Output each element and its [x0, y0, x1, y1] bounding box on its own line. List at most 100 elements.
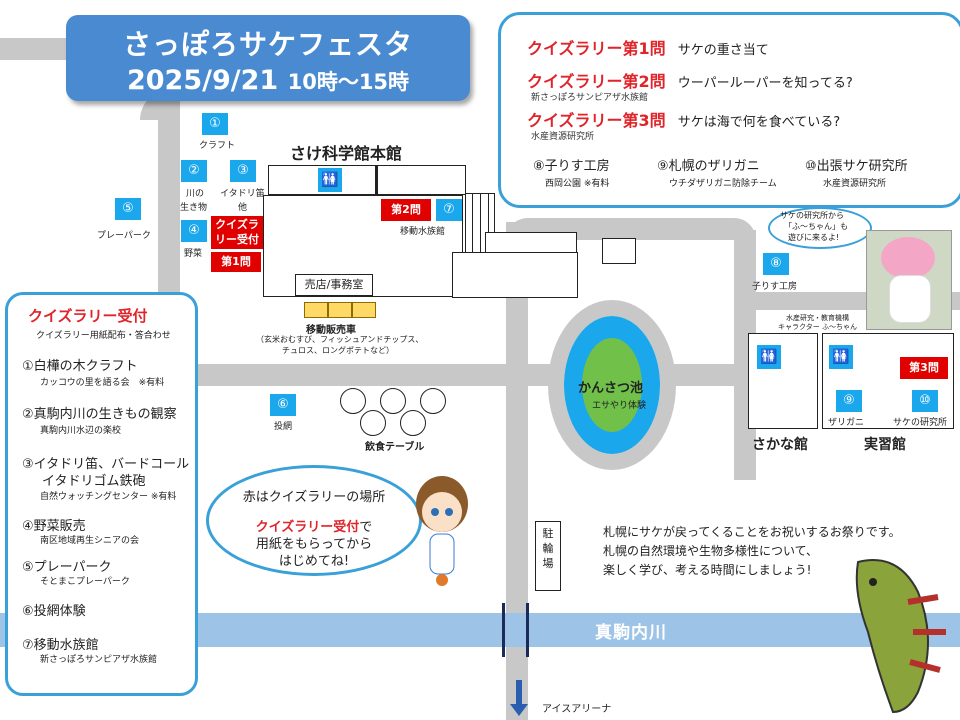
- booth-item-2: ②真駒内川の生きもの観察: [22, 407, 177, 422]
- booth-item-7: ⑦移動水族館: [22, 638, 99, 653]
- mascot-speech-bubble: [768, 207, 872, 249]
- quiz-q2-row: クイズラリー第2問 ウーパールーパーを知ってる?: [527, 68, 853, 92]
- quiz-item8-sub: 西岡公園 ※有料: [545, 179, 610, 189]
- booth-org-2: 真駒内川水辺の楽校: [40, 426, 122, 436]
- pond-name: かんさつ池: [578, 381, 644, 396]
- quiz-reception-line2: リー受付: [215, 233, 259, 246]
- small-building: [602, 238, 636, 264]
- event-time: 10時～15時: [287, 70, 410, 94]
- mascot-say2: 「ふ～ちゃん」も: [784, 222, 848, 231]
- booth-marker-4-label: 野菜: [184, 249, 203, 259]
- quiz-info-box: クイズラリー第1問 サケの重さ当て クイズラリー第2問 ウーパールーパーを知って…: [498, 12, 960, 208]
- booth-item-5: ⑤プレーパーク: [22, 560, 112, 575]
- instruction-bubble: 赤はクイズラリーの場所 クイズラリー受付で 用紙をもらってから はじめてね!: [206, 465, 422, 576]
- bubble-line3: 用紙をもらってから: [255, 537, 373, 552]
- shop-office: 売店/事務室: [295, 274, 373, 296]
- quiz-q3-label: クイズラリー第3問: [527, 111, 666, 130]
- booth-marker-9: ⑨: [836, 390, 862, 412]
- booth-marker-3-label2: 他: [238, 203, 248, 213]
- mascot-body: [889, 275, 931, 323]
- arena-label: アイスアリーナ: [542, 704, 612, 715]
- booth-marker-2-label2: 生き物: [180, 203, 208, 213]
- quiz-q1-text: サケの重さ当て: [677, 43, 769, 58]
- parking-char-2: 輪: [542, 542, 554, 555]
- food-truck-2: [328, 302, 352, 318]
- event-date-time: 2025/9/21 10時～15時: [66, 65, 470, 96]
- corridor: [485, 232, 577, 254]
- bubble-line2: クイズラリー受付で: [209, 516, 419, 535]
- quiz-item9-sub: ウチダザリガニ防除チーム: [669, 179, 777, 189]
- dining-table-5: [400, 410, 426, 436]
- booth-marker-5: ⑤: [115, 198, 141, 220]
- fish-hall-name: さかな館: [752, 437, 808, 453]
- booth-marker-10-label: サケの研究所: [893, 418, 948, 428]
- pond-island: [582, 338, 642, 432]
- science-hall-annex: [452, 252, 578, 298]
- booth-marker-1-label: クラフト: [199, 141, 236, 151]
- dining-table-2: [380, 388, 406, 414]
- science-hall-upper: [268, 165, 466, 195]
- booth-marker-9-label: ザリガニ: [828, 418, 865, 428]
- quiz-q3-row: クイズラリー第3問 サケは海で何を食べている?: [527, 107, 840, 131]
- booth-list-sub: クイズラリー用紙配布・答合わせ: [36, 331, 171, 341]
- booth-org-7: 新さっぽろサンピアザ水族館: [40, 655, 158, 665]
- message-line2: 札幌の自然環境や生物多様性について、: [603, 544, 819, 558]
- restroom-icon-training-hall: 🚻: [829, 345, 853, 369]
- mascot-org2: キャラクター ふ～ちゃん: [778, 323, 857, 331]
- booth-item-1: ①白樺の木クラフト: [22, 359, 138, 374]
- parking-char-3: 場: [542, 557, 554, 570]
- quiz-item10: ⑩出張サケ研究所: [805, 159, 908, 174]
- booth-list-panel: クイズラリー受付 クイズラリー用紙配布・答合わせ ①白樺の木クラフト カッコウの…: [5, 292, 198, 696]
- river-label: 真駒内川: [595, 623, 667, 643]
- quiz-q1-label: クイズラリー第1問: [527, 39, 666, 58]
- mascot-head: [881, 237, 935, 279]
- dining-label: 飲食テーブル: [365, 442, 425, 453]
- guide-character-illustration: [416, 476, 468, 586]
- bridge-left: [502, 603, 505, 657]
- bubble-line2-rest: で: [359, 520, 373, 535]
- booth-marker-1: ①: [202, 113, 228, 135]
- bicycle-parking: 駐 輪 場: [535, 521, 561, 591]
- quiz-item10-sub: 水産資源研究所: [823, 179, 887, 189]
- booth-marker-7-label: 移動水族館: [400, 227, 446, 237]
- booth-org-5: そとまこプレーパーク: [40, 577, 130, 587]
- stairs-line-3: [488, 193, 489, 253]
- event-title-box: さっぽろサケフェスタ 2025/9/21 10時～15時: [66, 15, 470, 101]
- event-date: 2025/9/21: [126, 65, 279, 96]
- booth-marker-3: ③: [230, 160, 256, 182]
- road-left-vertical: [158, 96, 180, 296]
- arena-arrow-icon: [510, 704, 528, 716]
- training-hall-name: 実習館: [864, 437, 906, 453]
- quiz-q2-label: クイズラリー第2問: [527, 72, 666, 91]
- mascot-org1: 水産研究・教育機構: [786, 314, 849, 322]
- restroom-icon-fish-hall: 🚻: [757, 345, 781, 369]
- dining-table-1: [340, 388, 366, 414]
- science-hall-divider: [375, 165, 378, 195]
- bubble-line4: はじめてね!: [278, 554, 350, 569]
- mascot-say3: 遊びに来るよ!: [788, 233, 840, 242]
- restroom-icon-hall: 🚻: [318, 168, 342, 192]
- science-hall-name: さけ科学館本館: [290, 144, 403, 163]
- salmon-illustration: [855, 559, 946, 714]
- stairs-line-1: [472, 193, 473, 253]
- booth-marker-3-label1: イタドリ笛: [220, 189, 265, 199]
- booth-item-4: ④野菜販売: [22, 519, 86, 534]
- quiz-item9: ⑨札幌のザリガニ: [657, 159, 760, 174]
- booth-item-3: ③イタドリ笛、バードコール: [22, 457, 190, 472]
- booth-marker-4: ④: [181, 220, 207, 242]
- quiz-reception-marker: クイズラ リー受付: [211, 216, 263, 249]
- quiz-q2-marker: 第2問: [381, 199, 431, 221]
- bridge-right: [526, 603, 529, 657]
- booth-marker-6: ⑥: [270, 394, 296, 416]
- booth-marker-2-label1: 川の: [186, 189, 205, 199]
- booth-marker-6-label: 投網: [274, 422, 293, 432]
- parking-char-1: 駐: [542, 527, 554, 540]
- message-line3: 楽しく学び、考える時間にしましょう!: [603, 563, 812, 577]
- booth-org-4: 南区地域再生シニアの会: [40, 536, 140, 546]
- booth-marker-2: ②: [181, 160, 207, 182]
- bubble-line2-red: クイズラリー受付: [255, 520, 360, 535]
- food-truck-sub2: チュロス、ロングポテトなど）: [282, 346, 394, 355]
- food-truck-label: 移動販売車: [306, 325, 356, 336]
- mascot-photo: [866, 230, 952, 330]
- food-truck-1: [304, 302, 328, 318]
